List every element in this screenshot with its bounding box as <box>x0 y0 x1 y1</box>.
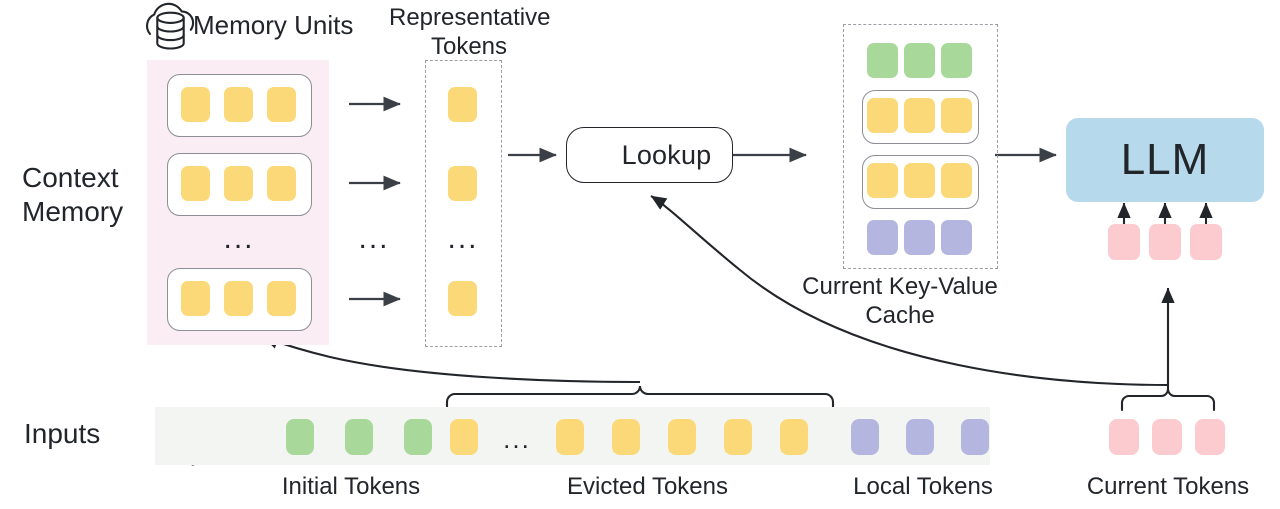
initial-tokens-label: Initial Tokens <box>281 473 421 500</box>
memory-unit-2-token-2 <box>224 166 253 201</box>
inputs-label: Inputs <box>24 418 101 449</box>
cloud-database-icon <box>145 2 195 50</box>
llm-input-token-1 <box>1108 224 1140 260</box>
kv-cache-retrieved-2-token-2 <box>904 163 935 198</box>
lookup-label: Lookup <box>621 139 712 170</box>
kv-cache-local-token-3 <box>941 220 972 255</box>
input-current-token-3 <box>1195 419 1225 455</box>
kv-cache-local-token-2 <box>904 220 935 255</box>
representative-tokens-ellipsis: ... <box>447 222 479 255</box>
kv-cache-initial-token-1 <box>867 43 898 78</box>
llm-input-token-2 <box>1149 224 1181 260</box>
input-evicted-token-1 <box>450 419 478 455</box>
representative-token-2 <box>448 166 477 201</box>
input-current-token-2 <box>1152 419 1182 455</box>
current-tokens-label: Current Tokens <box>1086 473 1250 500</box>
representative-token-n <box>448 281 477 316</box>
input-evicted-token-2 <box>556 419 584 455</box>
llm-box[interactable]: LLM <box>1066 118 1264 202</box>
memory-unit-1-token-3 <box>267 87 296 122</box>
input-initial-token-1 <box>286 419 314 455</box>
input-local-token-3 <box>961 419 989 455</box>
llm-label: LLM <box>1120 135 1210 184</box>
input-evicted-ellipsis: ... <box>503 424 531 454</box>
kv-cache-retrieved-1-token-3 <box>941 98 972 133</box>
current-kv-cache-container <box>843 24 998 269</box>
brace-current-tokens <box>1120 388 1216 412</box>
memory-unit-1-token-1 <box>181 87 210 122</box>
memory-unit-n-token-1 <box>181 281 210 316</box>
kv-cache-retrieved-1-token-1 <box>867 98 898 133</box>
kv-cache-initial-token-2 <box>904 43 935 78</box>
kv-cache-local-token-1 <box>867 220 898 255</box>
input-local-token-1 <box>851 419 879 455</box>
memory-units-ellipsis: ... <box>223 222 255 255</box>
evicted-tokens-label: Evicted Tokens <box>567 473 728 500</box>
input-initial-token-3 <box>404 419 432 455</box>
arrow-column-ellipsis: ... <box>358 222 390 255</box>
memory-unit-2-token-1 <box>181 166 210 201</box>
input-evicted-token-3 <box>612 419 640 455</box>
kv-cache-retrieved-2-token-1 <box>867 163 898 198</box>
context-memory-label: Context Memory <box>22 162 124 228</box>
input-evicted-token-5 <box>724 419 752 455</box>
representative-token-1 <box>448 87 477 122</box>
representative-tokens-container <box>425 60 502 347</box>
memory-units-label: Memory Units <box>193 10 354 40</box>
memory-unit-n-token-3 <box>267 281 296 316</box>
input-current-token-1 <box>1109 419 1139 455</box>
kv-cache-retrieved-2-token-3 <box>941 163 972 198</box>
kv-cache-retrieved-1-token-2 <box>904 98 935 133</box>
memory-unit-1-token-2 <box>224 87 253 122</box>
arrow-unit-to-representative <box>349 96 401 307</box>
input-initial-token-2 <box>345 419 373 455</box>
input-evicted-token-4 <box>668 419 696 455</box>
lookup-button[interactable]: Lookup <box>566 127 733 183</box>
memory-unit-2-token-3 <box>267 166 296 201</box>
local-tokens-label: Local Tokens <box>853 473 993 500</box>
kv-cache-initial-token-3 <box>941 43 972 78</box>
memory-unit-n-token-2 <box>224 281 253 316</box>
arrows-tokens-to-llm <box>1117 202 1213 224</box>
current-kv-cache-label: Current Key-Value Cache <box>802 273 998 330</box>
input-local-token-2 <box>906 419 934 455</box>
representative-tokens-label: Representative Tokens <box>389 4 551 61</box>
llm-input-token-3 <box>1190 224 1222 260</box>
input-evicted-token-6 <box>780 419 808 455</box>
